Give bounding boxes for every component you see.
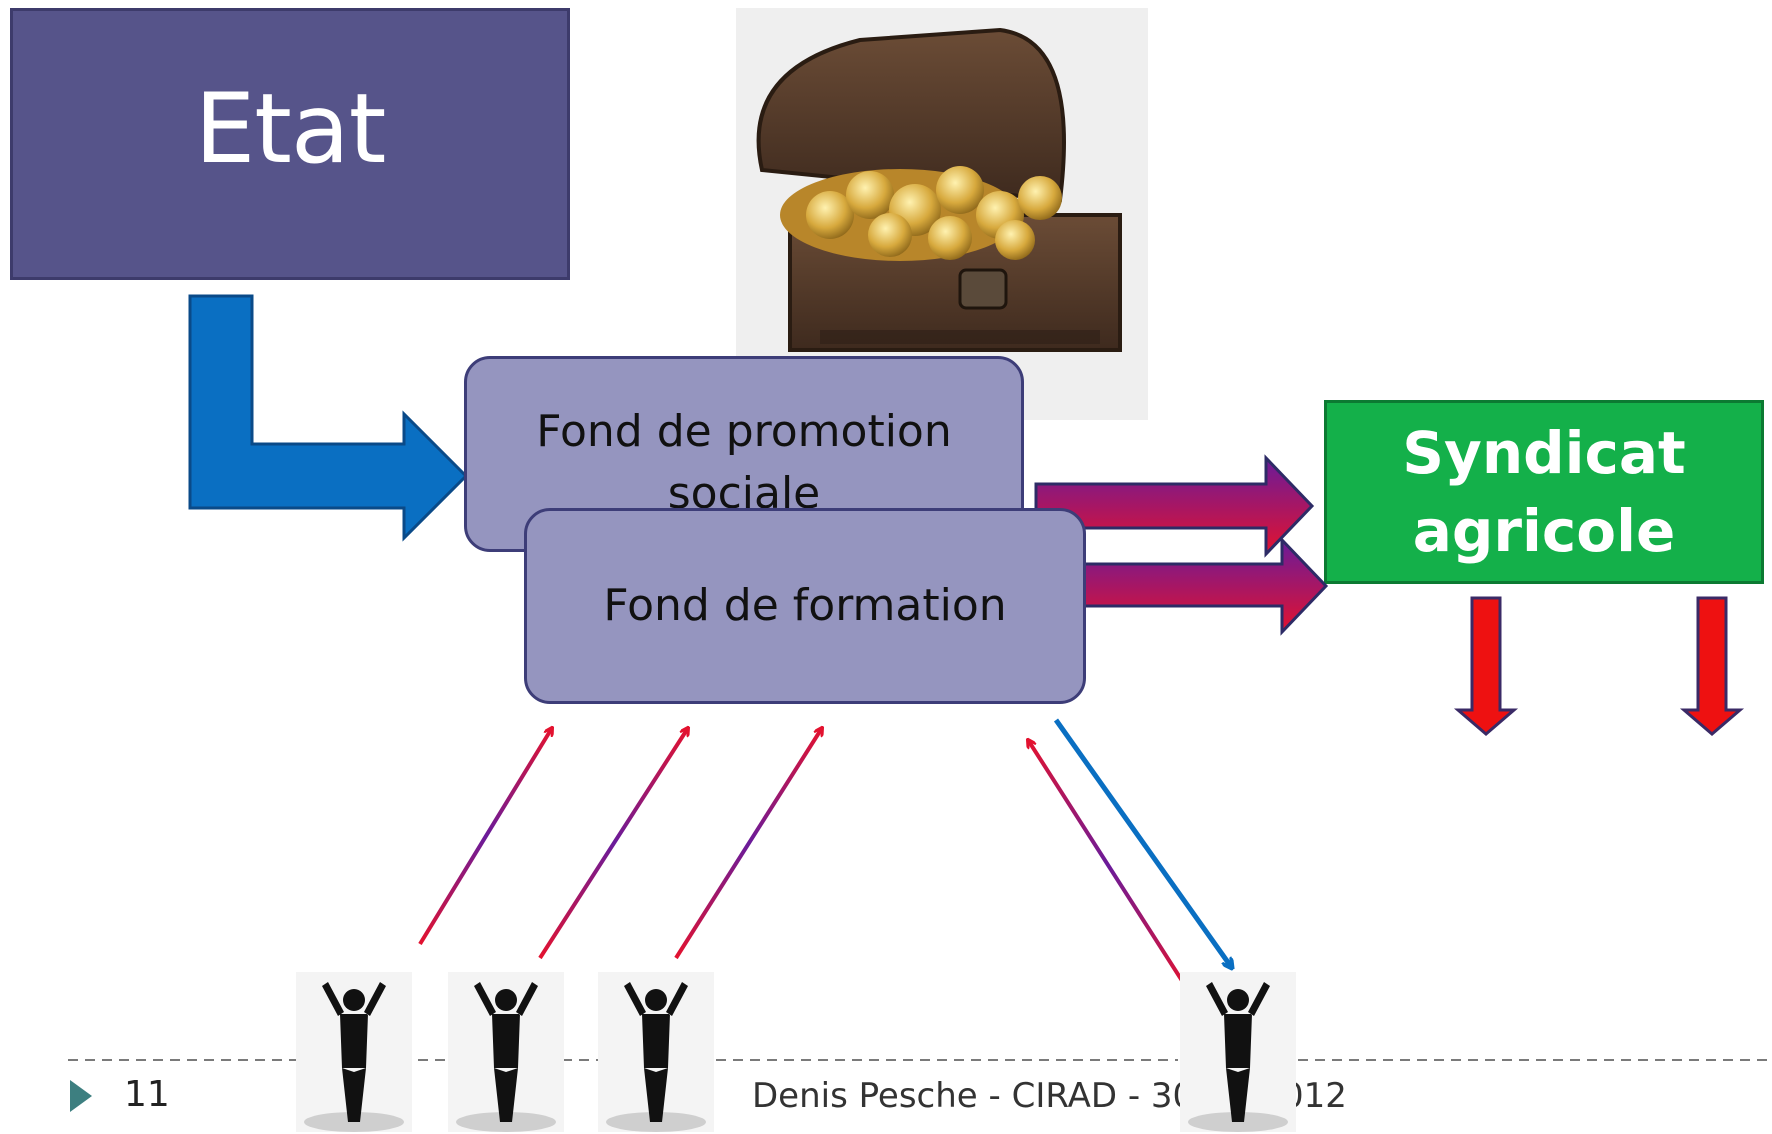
etat-box: Etat [10,8,570,280]
fund-formation-label: Fond de formation [603,580,1007,631]
page-number: 11 [124,1074,170,1115]
fund-promotion-label: Fond de promotion sociale [536,406,952,519]
syndicat-down-arrow-right [1679,596,1745,736]
contribution-arrow-1 [418,728,552,946]
formation-to-syndicat-arrow [1050,536,1329,636]
fund-formation-box: Fond de formation [524,508,1086,704]
syndicat-label: Syndicat agricole [1402,419,1686,565]
coin-pile [780,166,1062,261]
person-silhouette-4 [1180,972,1296,1132]
person-silhouette-1 [296,972,412,1132]
return-arrow-blue [1053,718,1232,968]
contribution-arrow-2 [538,728,688,960]
etat-to-fund-arrow [188,294,469,542]
contribution-arrow-4 [1028,740,1190,992]
syndicat-down-arrow-left [1453,596,1519,736]
person-silhouette-3 [598,972,714,1132]
contribution-arrow-3 [674,728,822,960]
person-silhouette-2 [448,972,564,1132]
etat-label: Etat [194,73,387,185]
treasure-chest-image [736,8,1148,420]
footer-marker-icon [70,1080,92,1112]
syndicat-agricole-box: Syndicat agricole [1324,400,1764,584]
